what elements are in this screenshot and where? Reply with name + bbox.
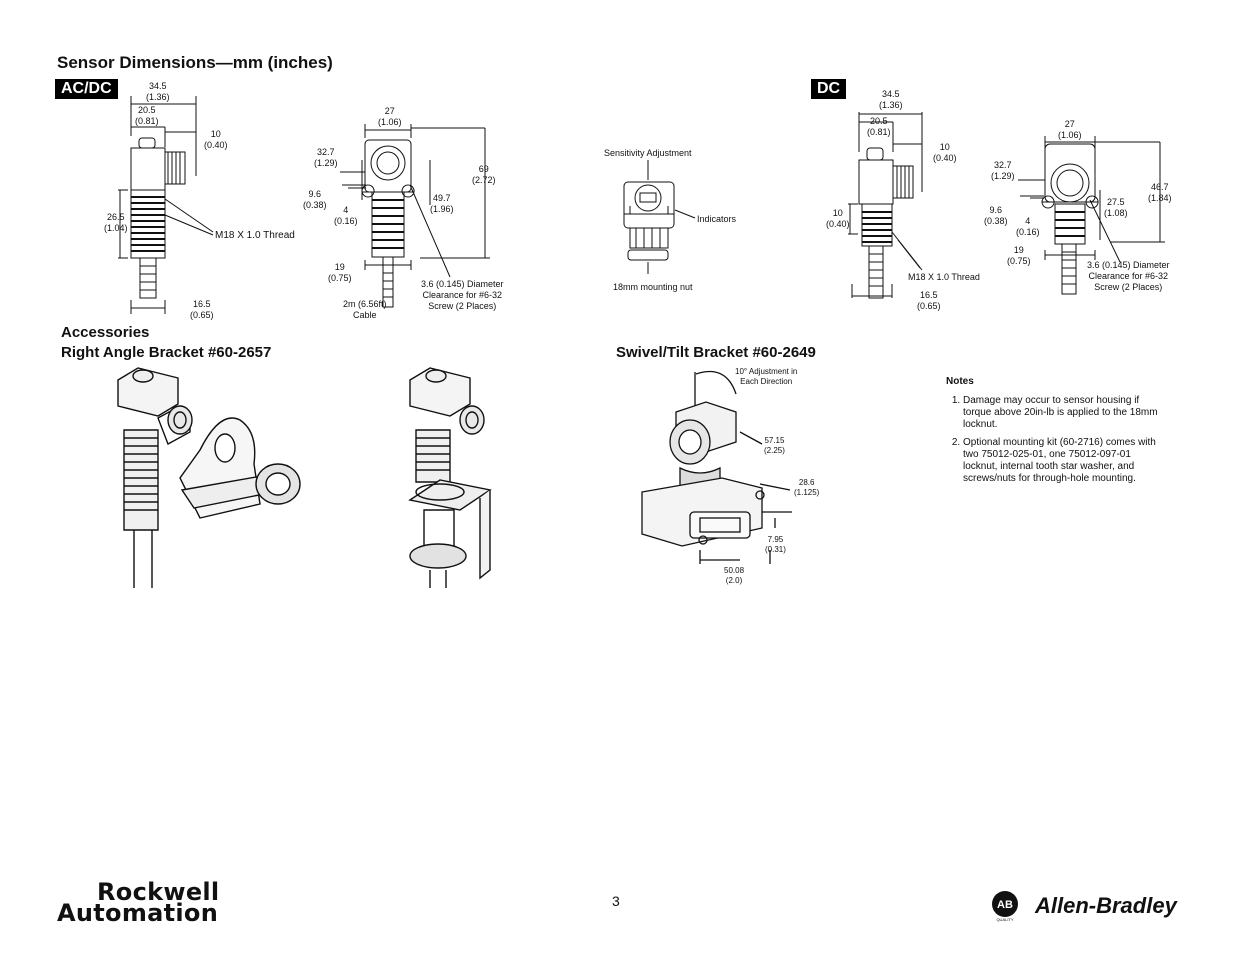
notes-title: Notes [946,376,974,387]
note-item: Damage may occur to sensor housing if to… [963,395,1161,431]
dc-dim-20-5: 20.5 (0.81) [867,116,891,137]
indicators-label: Indicators [697,214,737,224]
acdc-thread-label: M18 X 1.0 Thread [215,230,295,241]
page-number: 3 [612,893,620,909]
acdc-side-drawing [118,96,214,314]
acdc-dim-49-7: 49.7 (1.96) [430,193,454,214]
ab-logo-text: AB [997,899,1013,911]
dc-dim-9-6: 9.6 (0.38) [984,205,1008,226]
acdc-dim-20-5: 20.5 (0.81) [135,105,159,126]
right-angle-bracket-assembled [408,367,492,588]
swivel-dim-28-6: 28.6 (1.125) [794,478,820,497]
swivel-dim-50-08: 50.08 (2.0) [724,566,745,585]
allen-bradley-wordmark: Allen-Bradley [1035,893,1177,918]
mounting-nut-label: 18mm mounting nut [613,282,693,292]
swivel-tilt-drawing [641,370,792,564]
ab-logo-icon: AB QUALITY [991,890,1023,922]
acdc-screw-label: 3.6 (0.145) Diameter Clearance for #6-32… [421,279,504,311]
sensitivity-adjustment-label: Sensitivity Adjustment [604,148,692,158]
swivel-bracket-heading: Swivel/Tilt Bracket #60-2649 [616,344,816,361]
acdc-dim-10: 10 (0.40) [204,129,228,150]
note-item: Optional mounting kit (60-2716) comes wi… [963,437,1161,485]
acdc-dim-19: 19 (0.75) [328,262,352,283]
acdc-dim-32-7: 32.7 (1.29) [314,147,338,168]
rockwell-logo-line1: Rockwell [97,878,220,906]
swivel-adjustment-label: 10° Adjustment in Each Direction [735,367,798,386]
dc-dim-10-top: 10 (0.40) [933,142,957,163]
page-title: Sensor Dimensions—mm (inches) [57,53,333,72]
middle-top-drawing [623,160,696,274]
acdc-dim-69: 69 (2.72) [472,164,496,185]
notes-list: Damage may occur to sensor housing if to… [946,395,1161,485]
notes-section: Notes Damage may occur to sensor housing… [946,376,1161,491]
dc-dim-4: 4 (0.16) [1016,216,1040,237]
acdc-dim-27: 27 (1.06) [378,106,402,127]
dc-dim-16-5: 16.5 (0.65) [917,290,941,311]
ab-logo-quality-text: QUALITY [996,917,1013,922]
acdc-dim-9-6: 9.6 (0.38) [303,189,327,210]
right-angle-bracket-heading: Right Angle Bracket #60-2657 [61,344,272,361]
acdc-dim-34-5: 34.5 (1.36) [146,81,170,102]
dc-front-drawing [1018,136,1165,295]
dc-dim-32-7: 32.7 (1.29) [991,160,1015,181]
dc-dim-27: 27 (1.06) [1058,119,1082,140]
rockwell-logo-line2: Automation [57,899,219,927]
acdc-dim-26-5: 26.5 (1.04) [104,212,128,233]
acdc-dim-4: 4 (0.16) [334,205,358,226]
dc-badge: DC [811,79,847,99]
dc-dim-19: 19 (0.75) [1007,245,1031,266]
acdc-badge: AC/DC [55,79,118,99]
swivel-dim-7-95: 7.95 (0.31) [765,535,786,554]
dc-screw-label: 3.6 (0.145) Diameter Clearance for #6-32… [1087,260,1170,292]
accessories-heading: Accessories [61,324,150,341]
right-angle-bracket-exploded [117,367,301,588]
dc-thread-label: M18 X 1.0 Thread [908,272,980,282]
acdc-front-drawing [340,124,490,308]
dc-dim-10-side: 10 (0.40) [826,208,850,229]
dc-side-drawing [848,112,923,299]
dc-dim-27-5: 27.5 (1.08) [1104,197,1128,218]
rockwell-automation-logo: Rockwell Automation [57,878,220,927]
swivel-dim-57-15: 57.15 (2.25) [764,436,785,455]
dc-dim-46-7: 46.7 (1.84) [1148,182,1172,203]
dc-dim-34-5: 34.5 (1.36) [879,89,903,110]
acdc-cable-label: 2m (6.56ft) Cable [343,299,387,320]
acdc-dim-16-5: 16.5 (0.65) [190,299,214,320]
